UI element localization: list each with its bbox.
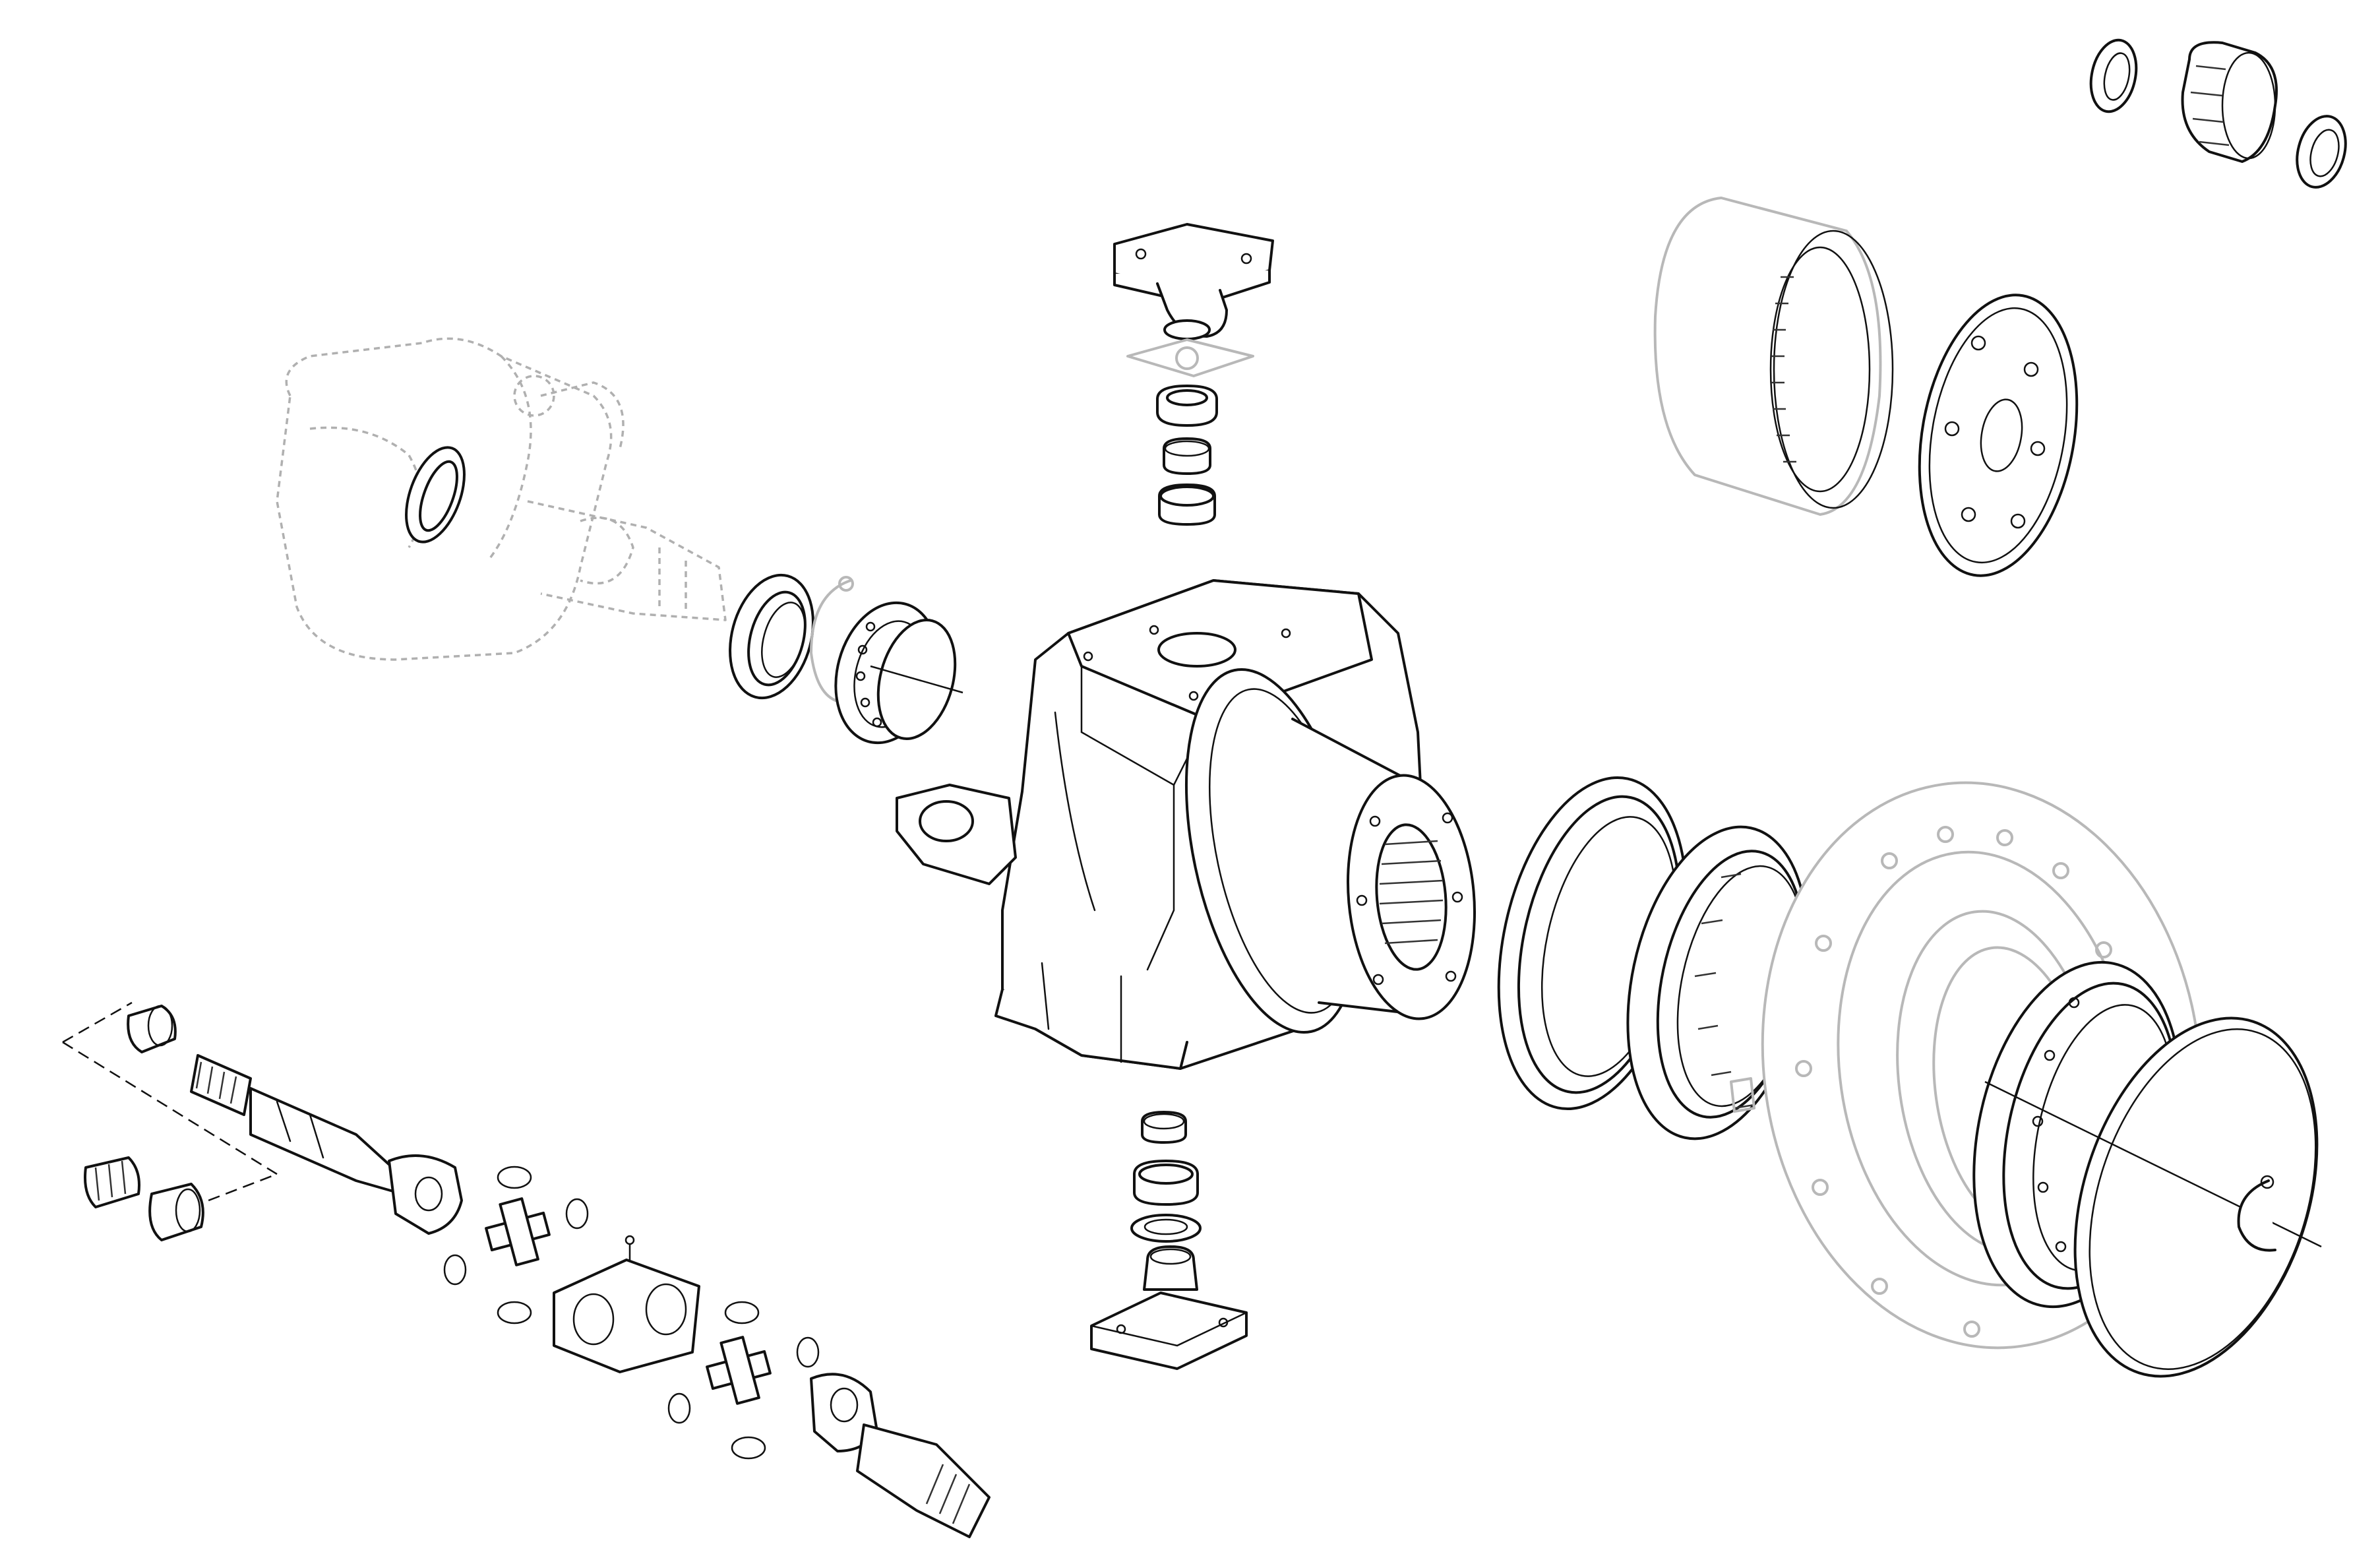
cross-journal-2: [706, 1336, 772, 1405]
splined-shaft-end: [190, 1054, 252, 1116]
left-ball-bearing: [834, 601, 963, 745]
needle-bushing-top: [127, 1005, 177, 1053]
top-bearing-1: [1156, 385, 1218, 427]
axle-housing: [276, 337, 727, 661]
top-gasket: [1126, 338, 1254, 377]
sun-gear: [2181, 41, 2278, 163]
small-bearing-right: [2296, 115, 2347, 189]
bottom-bearing-1: [1133, 1160, 1199, 1206]
ring-gear: [1653, 196, 1894, 516]
double-yoke: [553, 1235, 700, 1373]
steering-knuckle: [896, 579, 1477, 1070]
top-bushing: [1158, 483, 1216, 526]
bearing-cup: [148, 1183, 204, 1241]
bottom-king-pin-cap: [1090, 1245, 1248, 1370]
top-bearing-2: [1163, 437, 1211, 475]
left-seal-ring: [729, 573, 814, 700]
left-circlip: [810, 576, 854, 704]
small-bearing-left: [2089, 38, 2138, 113]
yoke-1: [388, 1154, 463, 1235]
yoke-2: [810, 1373, 878, 1452]
bottom-bearing-2: [1130, 1214, 1202, 1243]
small-circlip: [2237, 1175, 2276, 1252]
planetary-carrier-gear: [1918, 294, 2079, 577]
output-splined-shaft: [856, 1423, 991, 1538]
top-king-pin-cap: [1113, 223, 1274, 340]
bottom-bushing: [1141, 1111, 1187, 1144]
housing-seal: [405, 446, 466, 544]
cross-journal-1: [485, 1197, 551, 1266]
retaining-ring: [1984, 1016, 2322, 1378]
needle-roller-cage: [84, 1156, 140, 1208]
drive-shaft-assembly: [62, 1001, 991, 1538]
